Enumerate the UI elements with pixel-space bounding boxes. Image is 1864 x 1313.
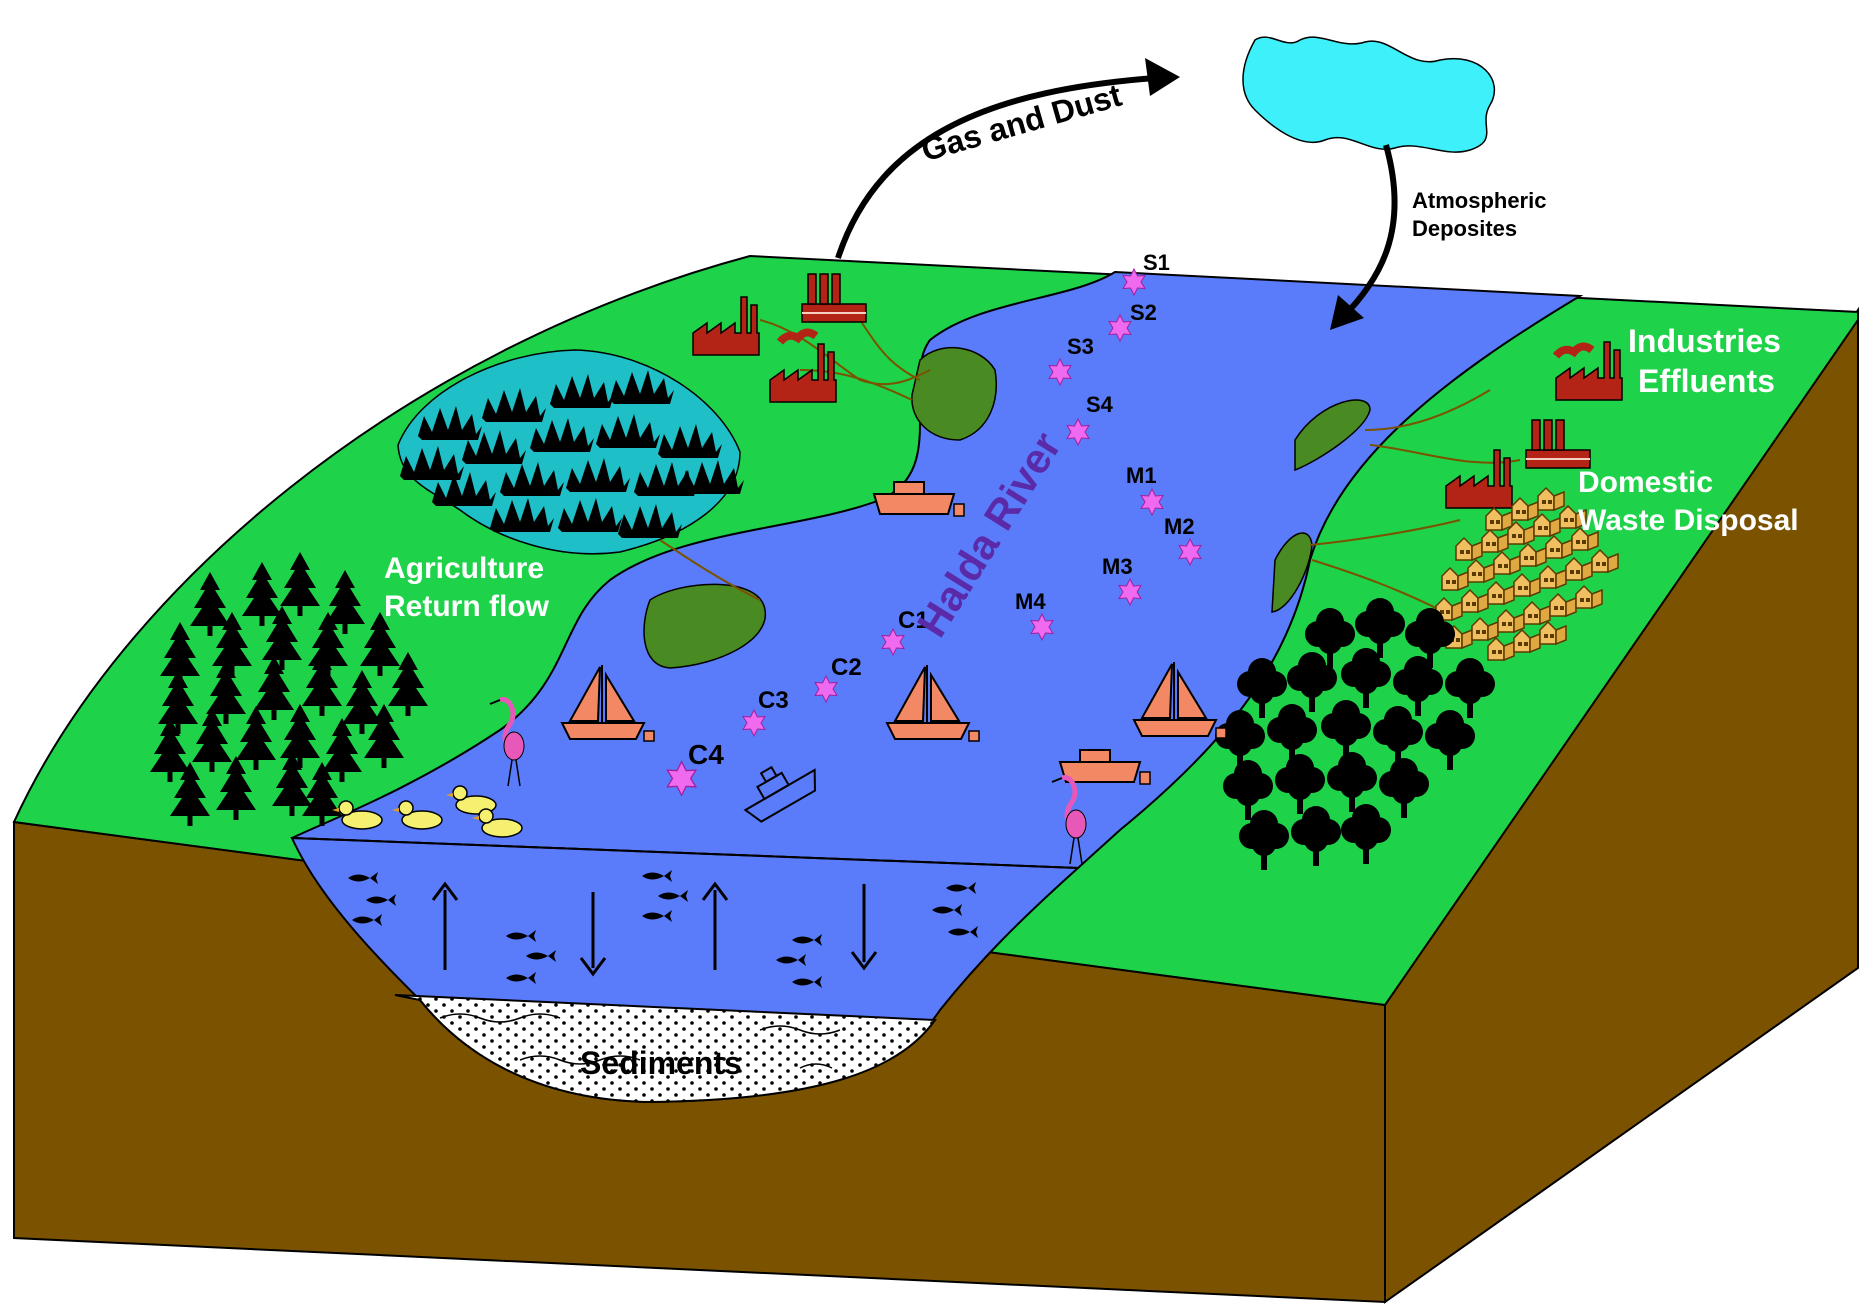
cloud	[1242, 36, 1496, 153]
gas-and-dust-label: Gas and Dust	[917, 77, 1126, 169]
atmospheric-deposit-arrowhead	[1330, 295, 1364, 330]
water-surface-line	[291, 837, 1079, 869]
agriculture-return-flow-label-line2: Return flow	[384, 590, 550, 623]
site-label-C2: C2	[831, 654, 862, 681]
sampling-site-labels: S1 S2 S3 S4 M1 M2 M3 M4 C1 C2 C3 C4	[688, 250, 1195, 770]
site-label-C1: C1	[898, 607, 929, 634]
domestic-waste-label-line1: Domestic	[1578, 466, 1713, 499]
smoke-icon	[1552, 342, 1595, 359]
industries-effluents-label-line2: Effluents	[1638, 363, 1775, 399]
site-label-M4: M4	[1015, 589, 1046, 614]
atmospheric-deposit-arrow	[1339, 144, 1398, 321]
atmospheric-deposits-label-line2: Deposites	[1412, 216, 1517, 241]
ship-icon	[743, 765, 816, 823]
gas-and-dust-arrow	[835, 75, 1156, 259]
gas-and-dust-arrowhead	[1145, 58, 1180, 96]
site-label-M3: M3	[1102, 554, 1133, 579]
site-label-S4: S4	[1086, 392, 1114, 417]
sediments-label: Sediments	[580, 1045, 742, 1081]
circulation-arrows	[431, 881, 878, 977]
boats	[561, 481, 1227, 823]
smoke-icon	[776, 328, 819, 345]
factories-left	[692, 273, 867, 403]
agriculture-return-flow-label-line1: Agriculture	[384, 552, 544, 585]
atmospheric-deposits-label-line1: Atmospheric	[1412, 188, 1546, 213]
site-label-M2: M2	[1164, 514, 1195, 539]
site-label-C3: C3	[758, 687, 789, 714]
industries-effluents-label-line1: Industries	[1628, 323, 1781, 359]
islands	[643, 346, 1371, 669]
site-label-S3: S3	[1067, 334, 1094, 359]
site-label-C4: C4	[688, 739, 724, 770]
sediments-layer	[394, 994, 937, 1104]
site-label-S1: S1	[1143, 250, 1170, 275]
factories-right	[1445, 341, 1623, 509]
domestic-waste-label-line2: Waste Disposal	[1578, 504, 1799, 537]
site-label-M1: M1	[1126, 463, 1157, 488]
effluent-channels	[659, 319, 1521, 611]
site-label-S2: S2	[1130, 300, 1157, 325]
